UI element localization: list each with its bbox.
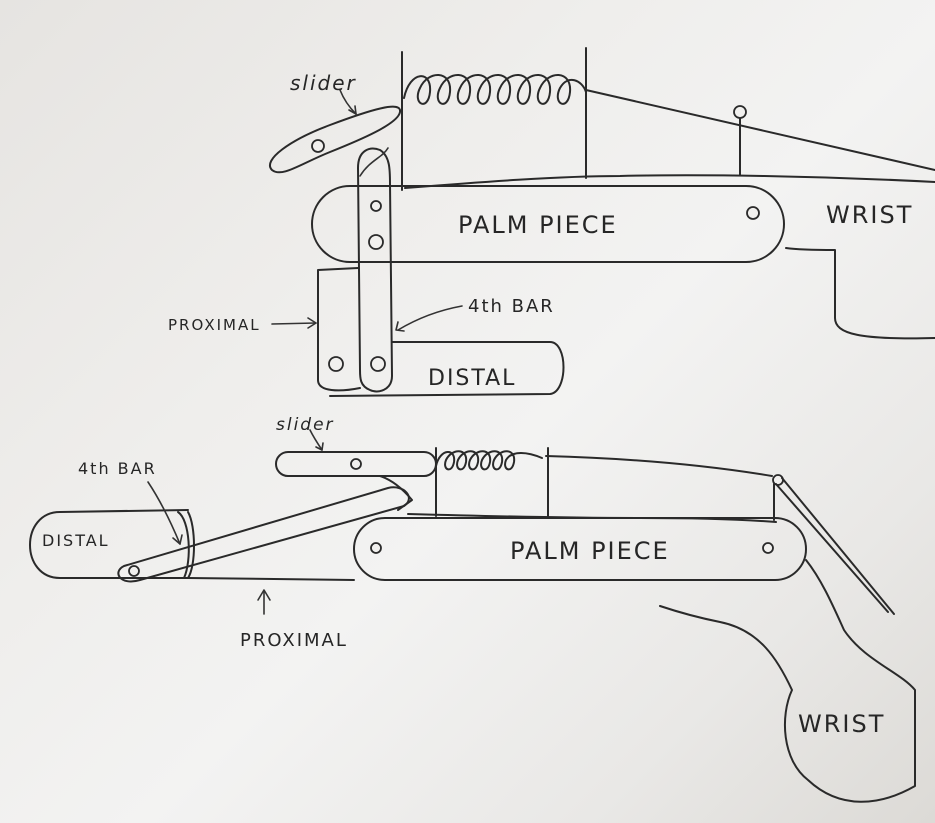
- top-proximal-pin: [329, 357, 343, 371]
- bottom-proximal-base-line: [188, 578, 354, 580]
- top-wrist-outline: [786, 248, 935, 338]
- top-fourth-bar-pin-mid: [369, 235, 383, 249]
- bottom-proximal-bar: [118, 487, 409, 581]
- bottom-proximal-pin: [129, 566, 139, 576]
- bottom-slider-label: slider: [276, 415, 335, 435]
- top-slider-pin: [312, 140, 324, 152]
- bottom-palm-label: PALM PIECE: [510, 537, 670, 565]
- top-palm-label: PALM PIECE: [458, 211, 618, 239]
- top-wrist-pin: [734, 106, 746, 118]
- top-mechanism: PALM PIECE WRIST DISTAL slider PROXIMAL …: [168, 48, 935, 396]
- bottom-tendon-upper: [546, 456, 772, 476]
- top-tendon-upper: [586, 90, 935, 170]
- top-fourth-bar-pin-lower: [371, 357, 385, 371]
- top-fourth-bar-pin-upper: [371, 201, 381, 211]
- bottom-distal-label: DISTAL: [42, 531, 110, 550]
- bottom-mechanism: PALM PIECE DISTAL WRIST slider 4th BAR P…: [30, 415, 915, 802]
- top-palm-pin: [747, 207, 759, 219]
- top-proximal-bracket: [318, 268, 360, 390]
- bottom-palm-pin-left: [371, 543, 381, 553]
- top-proximal-label: PROXIMAL: [168, 316, 261, 334]
- bottom-fourth-bar-arrow: [148, 482, 180, 544]
- top-proximal-arrow: [272, 323, 316, 324]
- top-distal-label: DISTAL: [428, 366, 516, 391]
- bottom-wrist-outline: [660, 560, 915, 802]
- top-wrist-label: WRIST: [826, 201, 913, 229]
- bottom-slider-pin: [351, 459, 361, 469]
- bottom-tendon-diagonal-b: [776, 484, 888, 612]
- bottom-wrist-label: WRIST: [798, 710, 885, 738]
- top-fourth-bar-arrow: [398, 306, 462, 330]
- top-slider-link: [270, 107, 400, 173]
- bottom-tendon-diagonal-a: [782, 478, 894, 614]
- bottom-proximal-label: PROXIMAL: [240, 630, 348, 651]
- top-spring: [404, 75, 586, 104]
- bottom-fourth-bar-label: 4th BAR: [78, 459, 157, 478]
- top-fourth-bar-label: 4th BAR: [468, 296, 555, 317]
- bottom-wrist-pin: [773, 475, 783, 485]
- top-slider-label: slider: [290, 71, 357, 95]
- bottom-palm-pin-right: [763, 543, 773, 553]
- bottom-spring: [436, 451, 542, 469]
